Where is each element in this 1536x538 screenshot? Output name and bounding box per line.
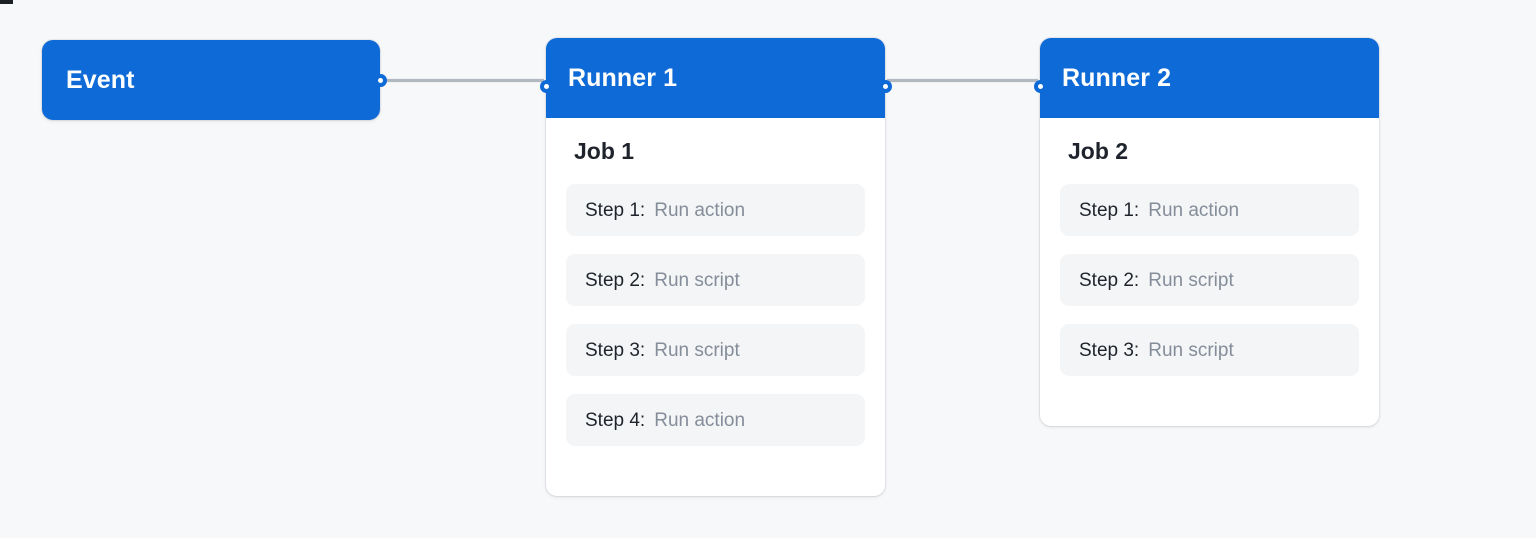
step-value: Run script: [1148, 269, 1234, 291]
handle-source-event[interactable]: [373, 74, 387, 87]
step-list-1: Step 1: Run action Step 2: Run script St…: [566, 184, 865, 446]
step-row[interactable]: Step 3: Run script: [566, 324, 865, 376]
node-runner-2-title: Runner 2: [1062, 63, 1172, 92]
step-row[interactable]: Step 3: Run script: [1060, 324, 1359, 376]
step-label: Step 2:: [585, 269, 646, 291]
step-row[interactable]: Step 4: Run action: [566, 394, 865, 446]
handle-source-runner-1[interactable]: [878, 80, 892, 93]
step-row[interactable]: Step 2: Run script: [566, 254, 865, 306]
corner-artifact: [0, 0, 13, 4]
handle-target-runner-2[interactable]: [1033, 80, 1047, 93]
step-row[interactable]: Step 1: Run action: [566, 184, 865, 236]
step-value: Run action: [1148, 199, 1240, 221]
step-label: Step 1:: [1079, 199, 1140, 221]
step-label: Step 3:: [585, 339, 646, 361]
step-list-2: Step 1: Run action Step 2: Run script St…: [1060, 184, 1359, 376]
handle-target-runner-1[interactable]: [539, 80, 553, 93]
job-title-2: Job 2: [1068, 138, 1129, 164]
node-event[interactable]: Event: [42, 40, 387, 120]
node-runner-2-header[interactable]: Runner 2: [1040, 38, 1379, 118]
step-value: Run action: [654, 409, 746, 431]
step-value: Run action: [654, 199, 746, 221]
step-label: Step 3:: [1079, 339, 1140, 361]
step-label: Step 1:: [585, 199, 646, 221]
step-label: Step 2:: [1079, 269, 1140, 291]
job-title-1: Job 1: [574, 138, 635, 164]
step-label: Step 4:: [585, 409, 646, 431]
step-value: Run script: [654, 269, 740, 291]
node-runner-2-body: Job 2 Step 1: Run action Step 2: Run scr…: [1040, 118, 1379, 396]
node-runner-2[interactable]: Runner 2 Job 2 Step 1: Run action Step 2…: [1033, 38, 1379, 426]
node-runner-1[interactable]: Runner 1 Job 1 Step 1: Run action Step 2…: [539, 38, 892, 496]
node-runner-1-header[interactable]: Runner 1: [546, 38, 885, 118]
node-runner-1-body: Job 1 Step 1: Run action Step 2: Run scr…: [546, 118, 885, 466]
step-value: Run script: [1148, 339, 1234, 361]
node-event-title: Event: [66, 65, 135, 94]
step-row[interactable]: Step 1: Run action: [1060, 184, 1359, 236]
step-row[interactable]: Step 2: Run script: [1060, 254, 1359, 306]
node-runner-1-title: Runner 1: [568, 63, 678, 92]
step-value: Run script: [654, 339, 740, 361]
